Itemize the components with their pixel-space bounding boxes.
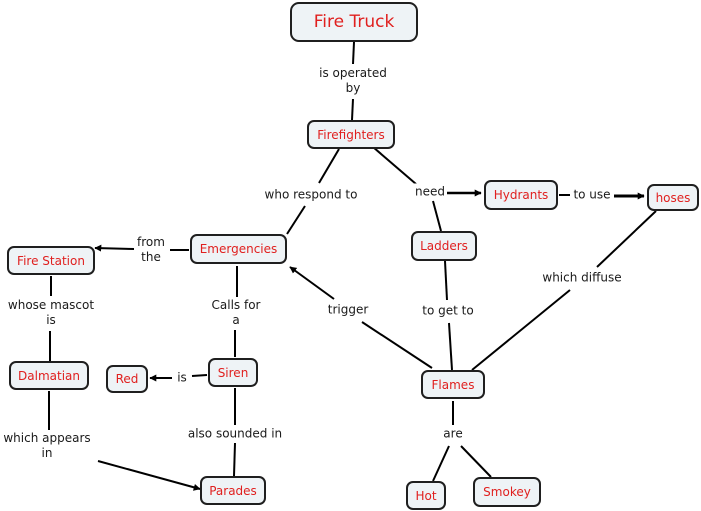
edge-appears-parades (97, 460, 201, 491)
concept-fire-truck[interactable]: Fire Truck (290, 2, 418, 42)
concept-ladders[interactable]: Ladders (411, 231, 477, 261)
edge-fromthe-firestation (94, 244, 135, 252)
link-which-diffuse: which diffuse (540, 269, 624, 287)
link-calls-for-a: Calls for a (209, 297, 263, 329)
link-is: is (175, 369, 189, 387)
link-from-the: from the (135, 234, 167, 266)
link-trigger: trigger (325, 301, 371, 319)
edge-are-smokey (460, 445, 492, 478)
edge-firefighters-respond (318, 148, 340, 184)
link-whose-mascot-is: whose mascot is (5, 297, 97, 329)
link-to-use: to use (571, 186, 613, 204)
concept-dalmatian[interactable]: Dalmatian (9, 361, 89, 390)
edge-togetto-flames (448, 322, 453, 371)
edge-sounded-parades (233, 442, 236, 477)
edge-trigger-emergencies (289, 266, 335, 300)
edge-firefighters-need (372, 146, 417, 185)
link-to-get-to: to get to (420, 302, 476, 320)
concept-hoses[interactable]: hoses (647, 184, 699, 211)
edge-firetruck-link (352, 41, 355, 65)
edge-are-hot (432, 445, 450, 482)
link-are: are (441, 425, 465, 443)
link-also-sounded-in: also sounded in (185, 425, 285, 443)
link-which-appears-in: which appears in (1, 430, 93, 462)
concept-hot[interactable]: Hot (406, 481, 446, 510)
edge-diffuse-flames (471, 289, 571, 371)
concept-siren[interactable]: Siren (208, 358, 258, 387)
concept-fire-station[interactable]: Fire Station (7, 246, 95, 275)
concept-flames[interactable]: Flames (421, 370, 485, 399)
concept-red[interactable]: Red (106, 365, 148, 393)
link-need: need (413, 183, 447, 201)
edge-link-firefighters (351, 98, 354, 121)
link-is-operated-by: is operated by (317, 65, 389, 97)
edge-hoses-diffuse (596, 210, 657, 268)
concept-smokey[interactable]: Smokey (473, 477, 541, 507)
edge-respond-emergencies (286, 205, 306, 235)
concept-hydrants[interactable]: Hydrants (484, 180, 558, 210)
edge-need-ladders (432, 200, 442, 232)
edge-ladders-togetto (444, 260, 448, 301)
edge-flames-trigger (361, 321, 433, 369)
concept-parades[interactable]: Parades (200, 476, 266, 505)
concept-firefighters[interactable]: Firefighters (307, 120, 395, 149)
link-who-respond-to: who respond to (262, 186, 360, 204)
edge-siren-is (191, 374, 208, 377)
concept-emergencies[interactable]: Emergencies (190, 234, 287, 264)
